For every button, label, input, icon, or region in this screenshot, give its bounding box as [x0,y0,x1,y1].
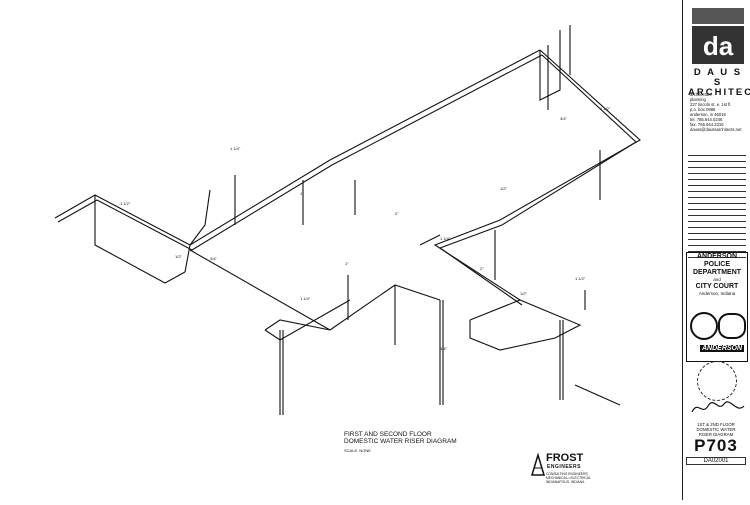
revision-line [688,168,746,174]
revision-line [688,150,746,156]
city-logo: ANDERSON [700,345,745,352]
title-strip [682,0,750,500]
firm-email: dauss@daussarchitects.net [690,127,742,132]
revision-line [688,198,746,204]
revision-line [688,180,746,186]
lower-right-box [469,299,582,351]
project-name-line: DEPARTMENT [692,269,742,276]
firm-name: D A U S S ARCHITECTS [688,67,750,98]
engineer-name: FROST [546,452,584,464]
revision-line [688,252,746,258]
project-name-line: and [713,277,721,282]
right-branch [433,49,641,301]
pipe-size-label: 1" [345,261,349,266]
pipe-size-label: 1 1/4" [230,146,241,151]
engineer-line: INDIANAPOLIS, INDIANA [546,480,585,484]
sheet-code: DA02001 [686,457,746,465]
pipe-size-label: 3/4" [210,256,218,261]
revision-line [688,204,746,210]
pipe-network [54,25,641,415]
revision-line [688,222,746,228]
firm-contact: architecture planning 227 lincoln st. e.… [690,92,746,132]
drawing-title-line1: FIRST AND SECOND FLOOR [344,431,432,438]
revision-line [688,246,746,252]
project-name-line: ANDERSON [696,253,738,260]
upper-riser [539,30,561,101]
riser-diagram: 1 1/4" 1 1/2" 1/2" 3/4" 1" 2" 1 1/4" 1/2" 3/4" 1 … [54,25,641,415]
pipe-size-label: 1 1/4" [300,296,311,301]
architect-logo-icon: da [692,8,744,64]
pipe-labels: 1 1/4" 1 1/2" 1/2" 3/4" 1" 2" 1 1/4" 1/2" 3/4" 1 … [120,106,611,351]
svg-text:da: da [703,31,734,61]
revision-line [688,174,746,180]
left-loop-join [184,244,191,273]
stub-3 [574,384,621,406]
police-badge-icon [690,312,718,340]
stub-1 [419,234,441,246]
riser-left-a [189,189,211,246]
revision-line [688,156,746,162]
firm-address: p.o. box 0986 [690,107,716,112]
engineer-line: CONSULTING ENGINEERS [546,472,588,476]
engineer-stamp-icon [697,361,737,401]
revision-line [688,162,746,168]
lower-central-2 [329,284,441,331]
pipe-size-label: 1 1/4" [440,236,451,241]
pipe-size-label: 2" [480,266,484,271]
firm-name-line2: ARCHITECTS [688,87,750,98]
revision-line [688,228,746,234]
pipe-size-label: 1" [300,191,304,196]
drawing-scale: SCALE: NONE [344,448,371,453]
revision-line [688,234,746,240]
lower-central-3 [264,299,351,341]
revision-line [688,210,746,216]
left-loop [94,195,186,284]
firm-phone: tel. 765.644.0246 [690,117,723,122]
sheet-title-line: 1ST & 2ND FLOOR [697,422,735,427]
right-branch-2 [438,54,637,306]
pipe-size-label: 3/4" [560,116,568,121]
signature-icon [691,401,745,413]
riser-diagram-svg: 1 1/4" 1 1/2" 1/2" 3/4" 1" 2" 1 1/4" 1/2" 3/4" 1 … [54,25,641,415]
pipe-size-label: 1 1/2" [575,276,586,281]
sheet-info: 1ST & 2ND FLOOR DOMESTIC WATER RISER DIA… [686,422,746,465]
pipe-size-label: 1 1/2" [600,106,611,111]
project-name-line: CITY COURT [695,283,739,290]
pipe-size-label: 1 1/2" [120,201,131,206]
drawing-title: FIRST AND SECOND FLOOR DOMESTIC WATER RI… [344,431,457,454]
sheet-number: P703 [694,436,738,455]
drawing-title-line2: DOMESTIC WATER RISER DIAGRAM [344,438,457,445]
firm-fax: fax. 765.644.2316 [690,122,724,127]
project-name-line: POLICE [703,261,731,268]
engineer-address: CONSULTING ENGINEERS MECHANICAL • ELECTR… [546,472,616,484]
pipe-size-label: 3/4" [440,346,448,351]
sheet-title-line: RISER DIAGRAM [698,432,734,437]
firm-service: planning [690,97,706,102]
revision-line [688,192,746,198]
engineer-logo: FROST ENGINEERS CONSULTING ENGINEERS MEC… [530,453,628,493]
pipe-size-label: 1/2" [520,291,528,296]
sheet-title-line: DOMESTIC WATER [696,427,736,432]
revision-line [688,216,746,222]
revision-line [688,240,746,246]
firm-name-line1: D A U S S [693,67,743,88]
lower-central [189,249,331,331]
main-pipe-run-2 [57,54,543,251]
firm-address: 227 lincoln st. e. 1st fl. [690,102,732,107]
project-location: Anderson, Indiana [698,291,736,296]
pipe-size-label: 1/2" [175,254,183,259]
firm-service: architecture [690,92,712,97]
revision-line [688,186,746,192]
frost-mark-icon [530,453,546,476]
pipe-size-label: 1/2" [500,186,508,191]
revision-lines [688,150,746,258]
engineer-sub: ENGINEERS [547,464,581,470]
engineer-line: MECHANICAL • ELECTRICAL [546,476,591,480]
pipe-size-label: 2" [395,211,399,216]
firm-address: anderson, in 46016 [690,112,726,117]
court-seal-icon [718,313,746,339]
